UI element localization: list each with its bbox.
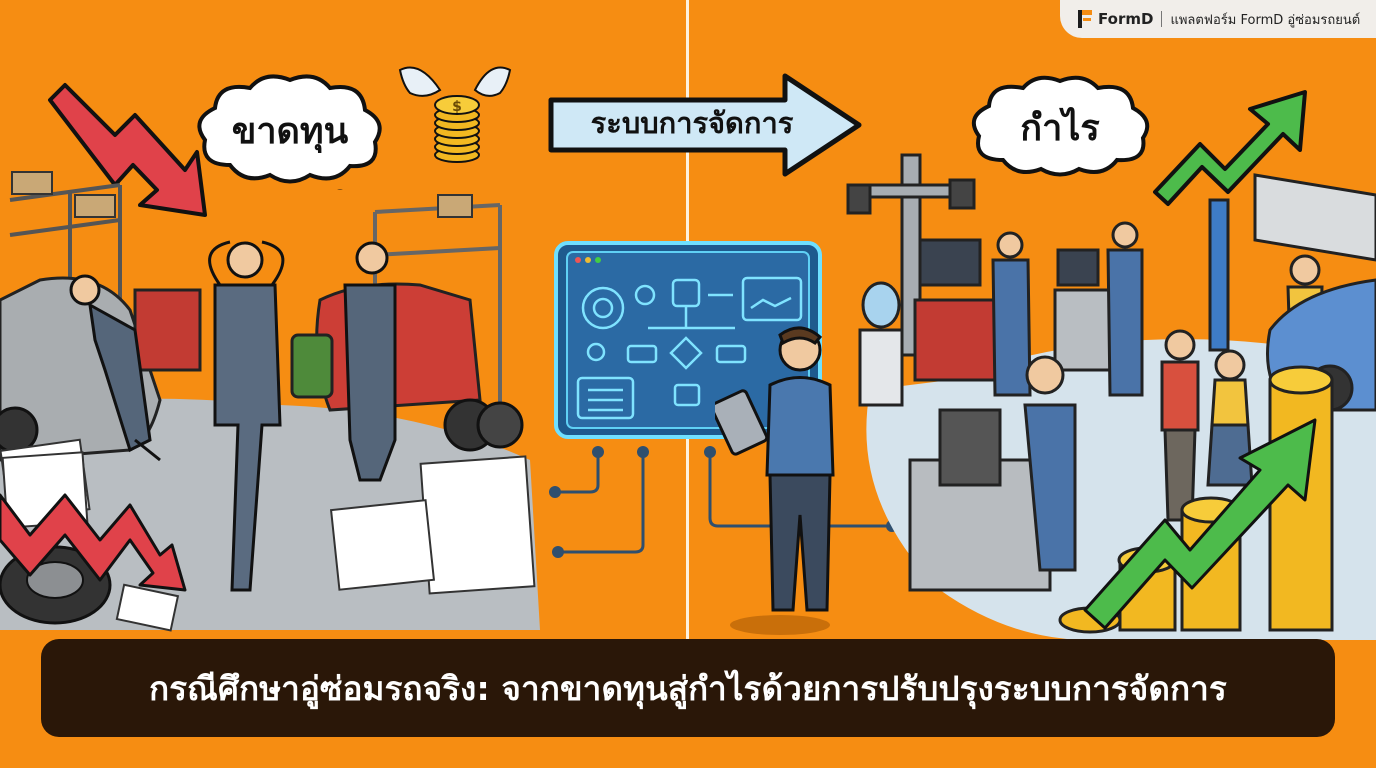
right-arrow-icon (548, 73, 862, 177)
banner-title: กรณีศึกษาอู่ซ่อมรถจริง: จากขาดทุนสู่กำไร… (149, 668, 1227, 708)
formd-logo-icon (1078, 10, 1092, 28)
trend-down-arrow-icon (48, 83, 207, 217)
svg-text:$: $ (452, 99, 462, 115)
brand-badge: FormD แพลตฟอร์ม FormD อู่ซ่อมรถยนต์ (1060, 0, 1376, 38)
brand-tagline: แพลตฟอร์ม FormD อู่ซ่อมรถยนต์ (1170, 12, 1361, 28)
trend-up-arrow-icon (1153, 90, 1307, 206)
flying-money-icon: $ (398, 66, 512, 163)
loss-label: ขาดทุน (231, 110, 349, 152)
case-study-title-banner: กรณีศึกษาอู่ซ่อมรถจริง: จากขาดทุนสู่กำไร… (41, 639, 1335, 737)
management-system-arrow: ระบบการจัดการ (545, 70, 865, 180)
organized-garage-scene (846, 153, 1376, 640)
thought-bubble-profit: กำไร (965, 72, 1155, 182)
cloud-icon (197, 74, 382, 190)
brand-separator (1161, 11, 1163, 27)
cloud-icon (971, 75, 1150, 177)
chaotic-garage-scene (0, 171, 540, 632)
trend-down-arrow-icon (0, 493, 187, 592)
profit-label: กำไร (1020, 107, 1100, 149)
management-system-label: ระบบการจัดการ (590, 106, 794, 140)
thought-bubble-loss: ขาดทุน (190, 70, 390, 190)
management-dashboard-screen (554, 241, 822, 439)
brand-name: FormD (1098, 10, 1154, 28)
manager-with-tablet (715, 326, 835, 635)
